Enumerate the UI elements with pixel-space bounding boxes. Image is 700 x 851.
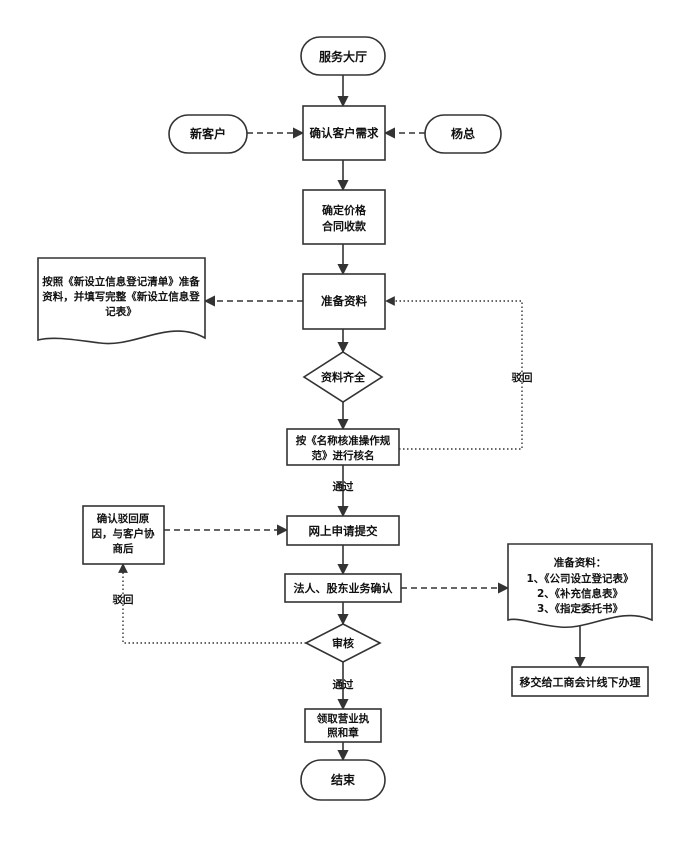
name-check-node: 按《名称核准操作规 范》进行核名 bbox=[286, 428, 400, 466]
complete-decision-node: 资料齐全 bbox=[302, 351, 384, 403]
legal-confirm-node: 法人、股东业务确认 bbox=[284, 573, 402, 603]
submit-online-node: 网上申请提交 bbox=[286, 515, 400, 546]
end-node: 结束 bbox=[300, 759, 386, 801]
prepare-label: 准备资料 bbox=[321, 294, 367, 308]
doc-left-line2: 资料，并填写完整《新设立信息登 bbox=[42, 290, 200, 303]
doc-right-item2: 2、《补充信息表》 bbox=[537, 587, 623, 600]
rejected-label-left: 驳回 bbox=[113, 593, 134, 606]
price-contract-node: 确定价格 合同收款 bbox=[302, 189, 386, 245]
confirm-needs-label: 确认客户需求 bbox=[310, 126, 379, 140]
doc-right-item1: 1、《公司设立登记表》 bbox=[526, 572, 633, 585]
confirm-reject-line3: 商后 bbox=[113, 542, 134, 555]
confirm-needs-node: 确认客户需求 bbox=[302, 105, 386, 161]
yang-zong-node: 杨总 bbox=[424, 114, 502, 154]
passed-label-1: 通过 bbox=[333, 480, 354, 493]
price-label-line2: 合同收款 bbox=[322, 219, 367, 233]
license-label-line1: 领取营业执 bbox=[317, 712, 370, 725]
new-client-node: 新客户 bbox=[168, 114, 248, 154]
check-label-line2: 范》进行核名 bbox=[312, 449, 375, 462]
doc-right-item3: 3、《指定委托书》 bbox=[537, 602, 623, 615]
transfer-node: 移交给工商会计线下办理 bbox=[511, 666, 649, 697]
arrow-rejected-top bbox=[385, 296, 523, 450]
passed-label-2: 通过 bbox=[333, 678, 354, 691]
license-node: 领取营业执 照和章 bbox=[304, 708, 382, 743]
price-label-line1: 确定价格 bbox=[322, 203, 367, 217]
confirm-reject-line2: 因，与客户协 bbox=[92, 527, 155, 540]
review-decision-node: 审核 bbox=[304, 623, 382, 663]
doc-list-left-node: 按照《新设立信息登记清单》准备 资料，并填写完整《新设立信息登 记表》 bbox=[37, 257, 206, 345]
confirm-reject-node: 确认驳回原 因，与客户协 商后 bbox=[82, 505, 165, 565]
submit-online-label: 网上申请提交 bbox=[309, 524, 378, 538]
end-label: 结束 bbox=[331, 772, 356, 787]
prepare-node: 准备资料 bbox=[302, 273, 386, 330]
doc-left-line3: 记表》 bbox=[105, 305, 137, 318]
service-hall-node: 服务大厅 bbox=[300, 36, 386, 76]
doc-left-line1: 按照《新设立信息登记清单》准备 bbox=[42, 275, 200, 288]
new-client-label: 新客户 bbox=[190, 126, 226, 141]
complete-label: 资料齐全 bbox=[321, 370, 366, 384]
rejected-label-top: 驳回 bbox=[512, 371, 533, 384]
doc-list-right-node: 准备资料： 1、《公司设立登记表》 2、《补充信息表》 3、《指定委托书》 bbox=[507, 543, 653, 628]
check-label-line1: 按《名称核准操作规 bbox=[296, 434, 391, 447]
review-label: 审核 bbox=[332, 636, 354, 650]
doc-right-title: 准备资料： bbox=[554, 556, 607, 569]
arrow-rejected-left bbox=[118, 563, 306, 644]
legal-confirm-label: 法人、股东业务确认 bbox=[294, 581, 394, 595]
transfer-label: 移交给工商会计线下办理 bbox=[520, 675, 641, 689]
yang-zong-label: 杨总 bbox=[451, 126, 475, 141]
confirm-reject-line1: 确认驳回原 bbox=[97, 512, 150, 525]
license-label-line2: 照和章 bbox=[327, 726, 359, 739]
service-hall-label: 服务大厅 bbox=[319, 49, 367, 64]
